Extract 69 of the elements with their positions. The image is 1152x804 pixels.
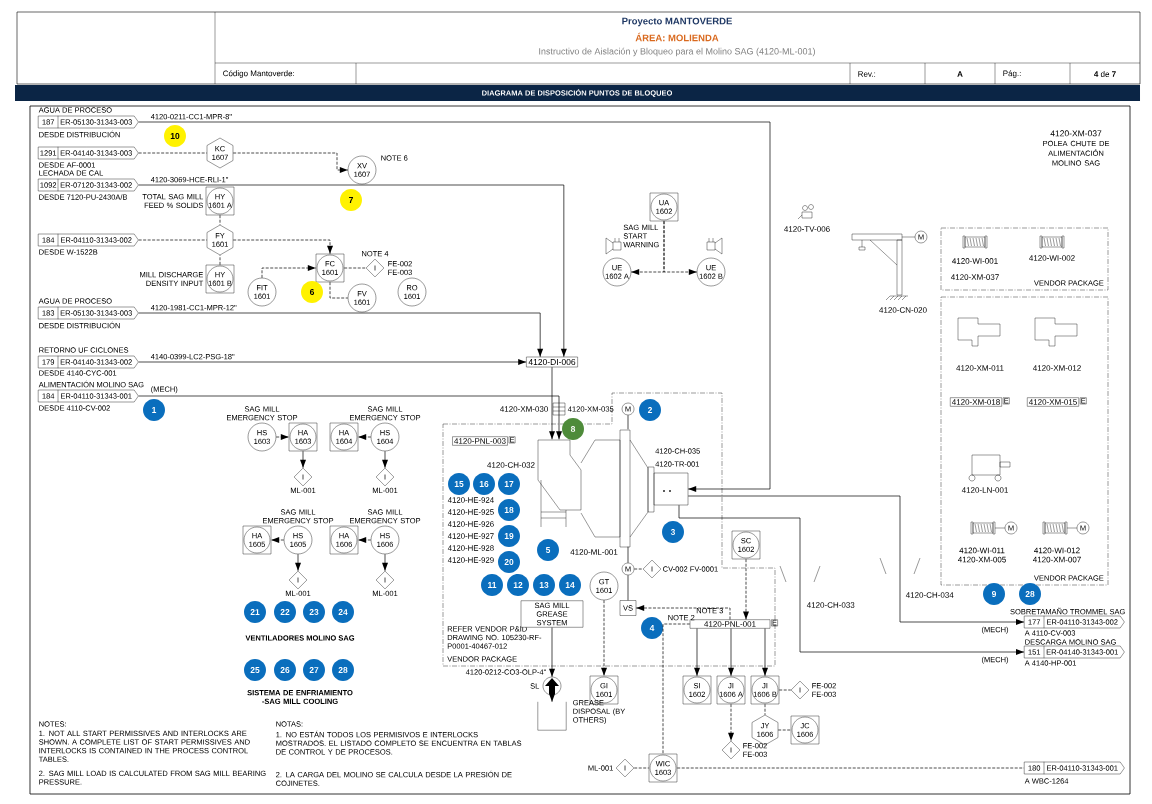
signal-line <box>777 729 792 731</box>
signal-line <box>662 623 691 755</box>
field-label: Pág.: <box>1003 70 1021 78</box>
signal-line <box>219 214 221 226</box>
equipment-tag: 4120-XM-011 <box>956 365 1004 371</box>
process-line <box>627 546 629 564</box>
signal-line <box>138 152 208 154</box>
process-line <box>627 414 629 430</box>
signal-line <box>601 599 607 677</box>
page-number: 4 de 7 <box>1094 71 1116 77</box>
signal-line <box>357 434 372 440</box>
document-subtitle: Instructivo de Aislación y Bloqueo para el Molino SAG (4120-ML-001) <box>539 47 815 57</box>
field-label: Código Mantoverde: <box>223 70 294 78</box>
process-line <box>300 450 306 469</box>
process-line <box>138 359 527 365</box>
process-line <box>138 121 771 492</box>
node-label: 4120-CH-032 <box>487 462 535 468</box>
process-line <box>627 574 629 601</box>
process-line <box>138 395 562 440</box>
signal-line <box>633 568 644 570</box>
process-line <box>138 184 567 358</box>
field-label: Rev.: <box>858 71 876 77</box>
signal-line <box>633 767 650 769</box>
process-line <box>762 628 768 677</box>
node-label: 4120-ML-001 <box>570 549 618 555</box>
process-line <box>687 495 1025 625</box>
process-line <box>138 312 544 358</box>
process-line <box>382 450 388 469</box>
signal-line <box>743 558 749 620</box>
signal-line <box>275 434 290 440</box>
equipment-tag: 4120-WI-002 <box>1029 255 1075 261</box>
process-line <box>549 693 555 703</box>
signal-line <box>270 537 285 543</box>
equipment-tag: 4120-XM-012 <box>1032 365 1081 371</box>
signal-line <box>778 689 792 691</box>
signal-line <box>219 254 221 266</box>
signal-line <box>232 239 333 255</box>
equipment-tag: 4120-WI-011 4120-XM-005 <box>957 547 1006 563</box>
equipment-tag: 4120-CH-034 <box>905 592 954 598</box>
area-heading: ÁREA: MOLIENDA <box>635 32 719 42</box>
process-line <box>295 553 301 572</box>
equipment-tag: 4120-CH-033 <box>806 602 855 608</box>
disposal-bin <box>537 701 567 731</box>
process-line <box>549 366 555 440</box>
process-line <box>694 628 700 677</box>
signal-line <box>357 537 372 543</box>
signal-line <box>261 265 317 279</box>
signal-line <box>676 767 1025 769</box>
title: Proyecto MANTOVERDE <box>622 17 732 27</box>
equipment-tag: 4120-WI-001 4120-XM-037 <box>950 258 999 280</box>
process-line <box>728 628 734 677</box>
process-line <box>549 627 555 678</box>
signal-line <box>663 220 698 275</box>
signal-line <box>232 152 349 173</box>
signal-line <box>635 605 731 620</box>
process-line <box>678 504 1025 655</box>
equipment-tag: 4120-LN-001 <box>961 487 1008 493</box>
process-line <box>382 553 388 572</box>
signal-line <box>764 703 766 716</box>
equipment-box: 4120-DI-006 <box>526 356 578 368</box>
equipment-tag: 4120-CN-020 <box>879 307 927 313</box>
signal-line <box>343 267 367 269</box>
signal-line <box>138 239 208 241</box>
revision-value: A <box>957 71 963 77</box>
equipment-tag: 4120-WI-012 4120-XM-007 <box>1032 547 1081 563</box>
signal-line <box>728 703 734 742</box>
equipment-tag: 4120-XM-030 <box>500 406 548 412</box>
signal-line <box>329 281 349 299</box>
equipment-tag: 4120-TV-006 <box>784 226 830 232</box>
